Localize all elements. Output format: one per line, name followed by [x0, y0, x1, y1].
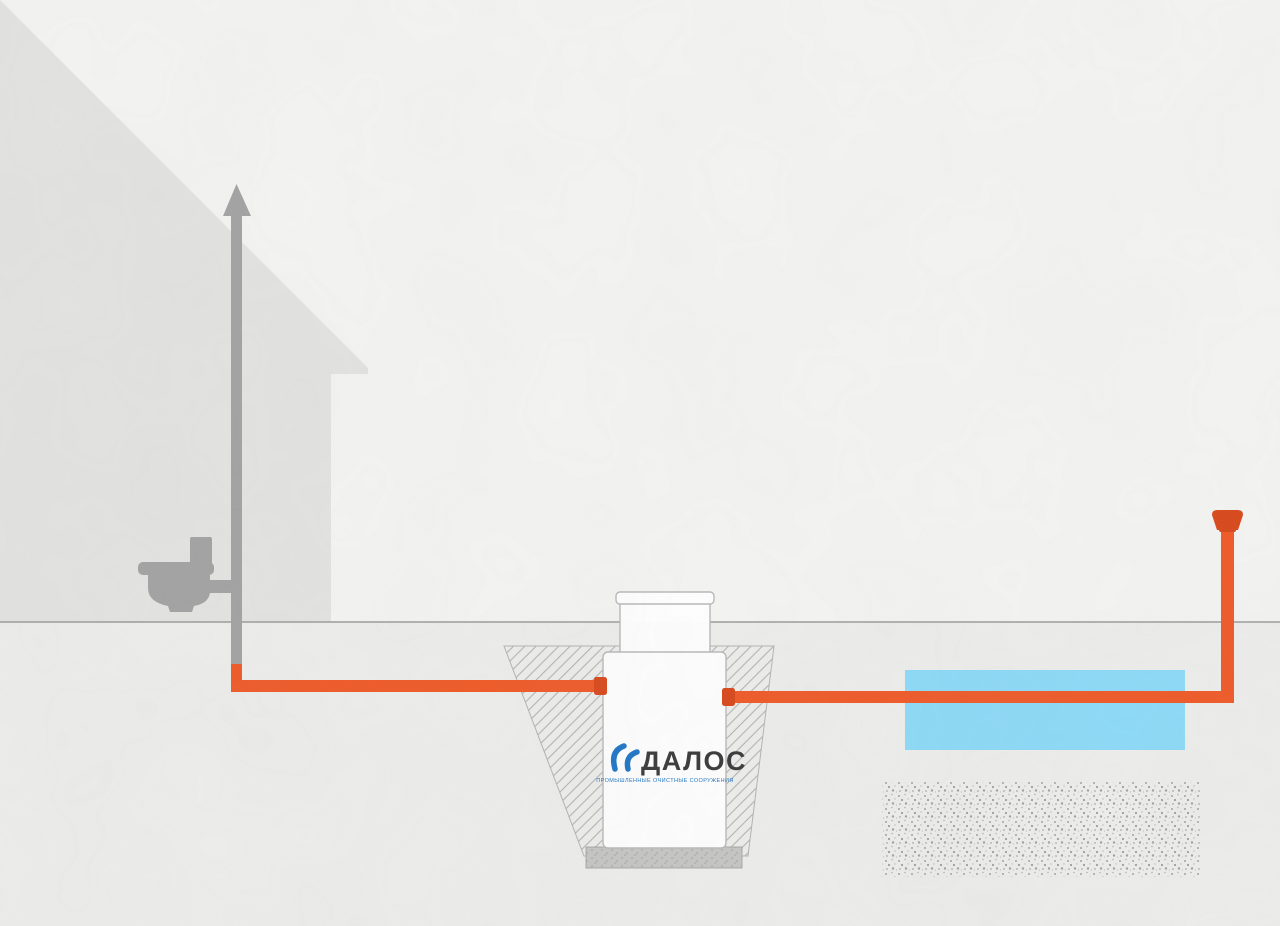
texture-soil-overlay [0, 622, 1280, 926]
